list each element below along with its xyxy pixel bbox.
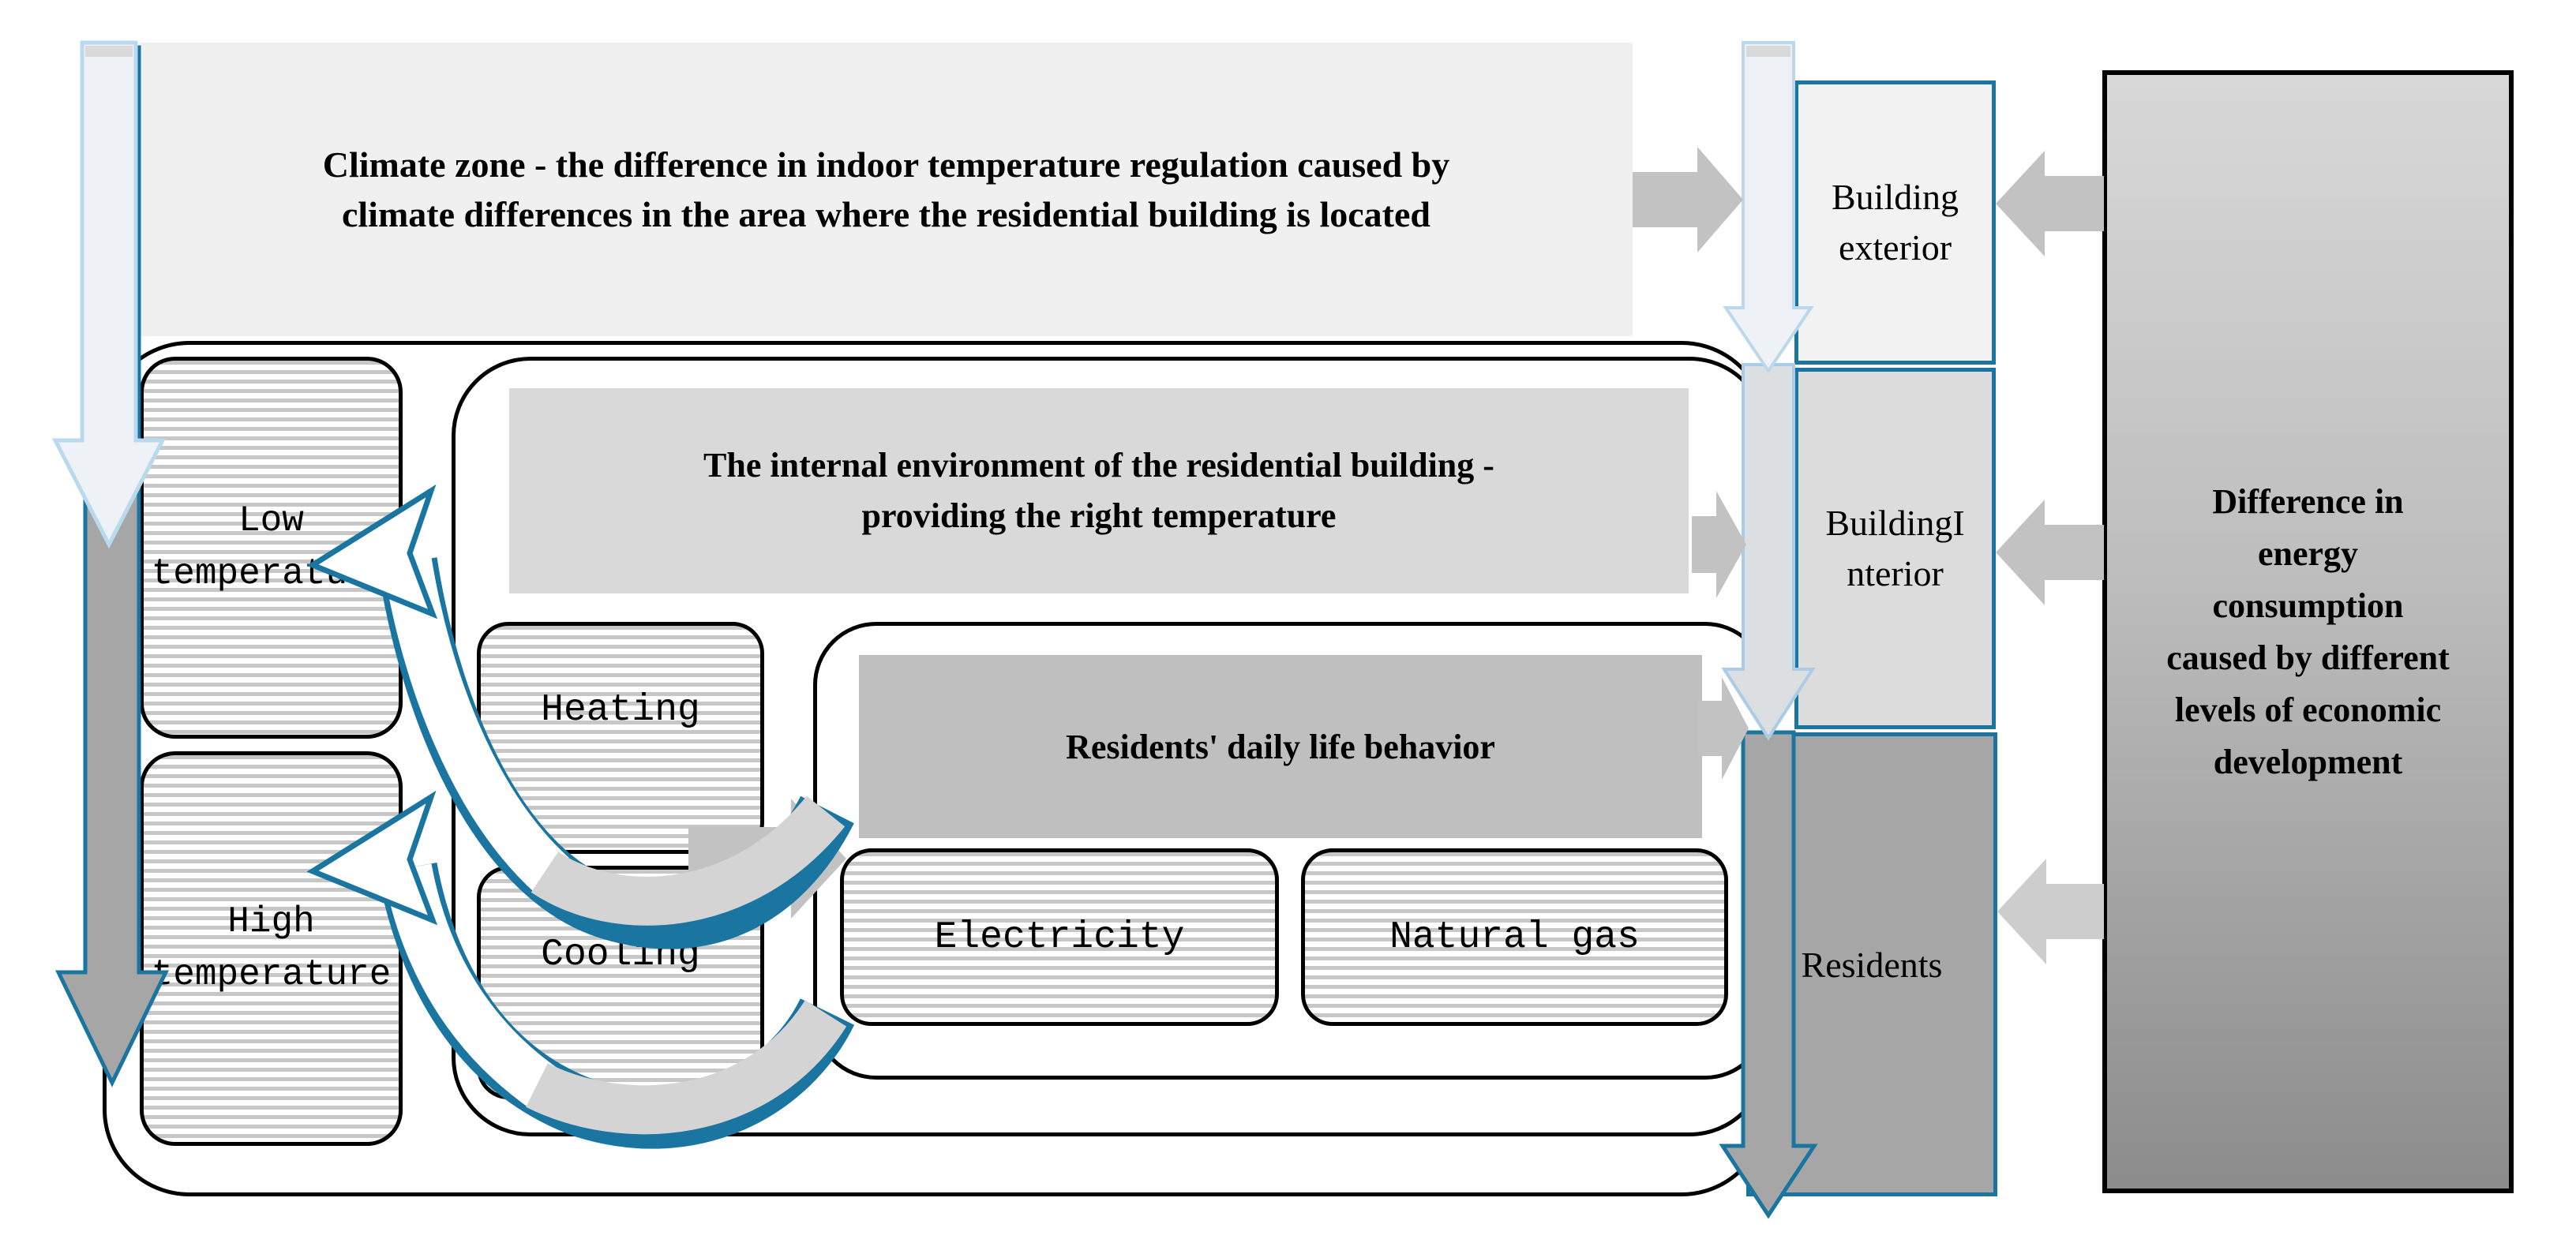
high-temperature-box: High temperature — [140, 751, 403, 1146]
building-interior-label: BuildingI nterior — [1825, 502, 1965, 593]
difference-energy-label: Difference in energy consumption caused … — [2166, 481, 2450, 781]
left-arrow-diff-to-interior-icon — [1996, 500, 2104, 605]
heating-box: Heating — [477, 622, 764, 854]
curved-arrow-cooling-to-hightemp-icon — [306, 790, 855, 1149]
down-arrow-band-mid-icon — [1721, 363, 1816, 741]
building-exterior-label: Building exterior — [1831, 176, 1959, 268]
high-temperature-label: High temperature — [151, 901, 392, 995]
building-exterior-box: Building exterior — [1794, 80, 1996, 365]
down-arrow-left-cap — [85, 46, 133, 57]
natural-gas-label: Natural gas — [1389, 915, 1640, 959]
down-arrow-band-dark-icon — [1719, 730, 1818, 1219]
climate-zone-label: Climate zone - the difference in indoor … — [322, 144, 1450, 234]
behavior-box: Residents' daily life behavior — [859, 655, 1702, 838]
difference-energy-box: Difference in energy consumption caused … — [2102, 70, 2514, 1193]
heating-label: Heating — [541, 689, 700, 732]
down-arrow-band-top-icon — [1723, 41, 1814, 374]
left-arrow-diff-to-residents-icon — [1997, 859, 2104, 964]
natural-gas-box: Natural gas — [1301, 848, 1728, 1026]
down-arrow-band-cap — [1746, 46, 1790, 57]
climate-zone-box: Climate zone - the difference in indoor … — [140, 43, 1633, 336]
down-arrow-left-light-icon — [51, 40, 167, 549]
right-arrow-climate-to-exterior-icon — [1633, 147, 1743, 253]
right-arrow-env-to-interior-icon — [1692, 491, 1746, 598]
electricity-box: Electricity — [840, 848, 1279, 1026]
internal-environment-label: The internal environment of the resident… — [703, 446, 1494, 535]
right-arrow-behavior-to-residents-icon — [1697, 677, 1749, 780]
electricity-label: Electricity — [934, 915, 1185, 959]
internal-environment-box: The internal environment of the resident… — [509, 388, 1689, 593]
left-arrow-diff-to-exterior-icon — [1996, 151, 2104, 256]
building-interior-box: BuildingI nterior — [1794, 368, 1996, 729]
residents-label: Residents — [1801, 944, 1943, 985]
curved-arrow-heating-to-lowtemp-icon — [306, 484, 854, 949]
behavior-label: Residents' daily life behavior — [1066, 727, 1495, 766]
